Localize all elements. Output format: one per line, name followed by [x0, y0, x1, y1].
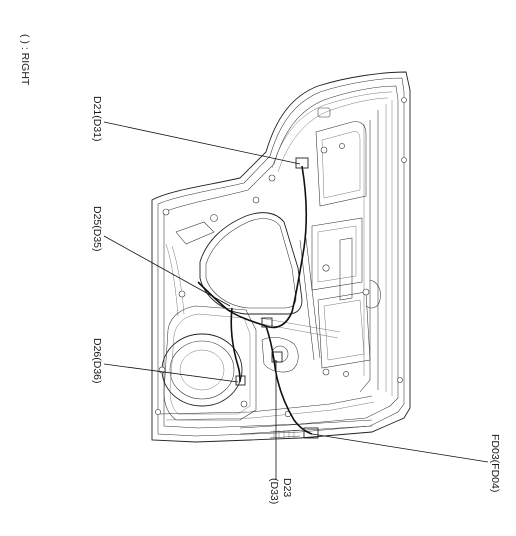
label-d23-line2: (D33)	[268, 478, 280, 504]
label-fd03: FD03(FD04)	[489, 434, 501, 492]
leader-d21	[103, 121, 301, 165]
label-d21: D21(D31)	[91, 96, 103, 142]
label-d23-line1: D23	[281, 478, 293, 497]
mounting-holes	[155, 97, 407, 418]
label-d25: D25(D35)	[91, 206, 103, 252]
door-panel-outline	[151, 71, 411, 443]
leader-d25	[103, 235, 231, 307]
callout-leaders	[103, 121, 489, 480]
callout-labels: D21(D31) D25(D35) D26(D36) D23 (D33) FD0…	[91, 96, 501, 504]
label-d26: D26(D36)	[91, 338, 103, 384]
leader-fd03	[311, 433, 489, 463]
legend-right-note: ( ) : RIGHT	[19, 34, 31, 86]
wiring-harness	[197, 157, 319, 439]
leader-d26	[103, 363, 239, 383]
